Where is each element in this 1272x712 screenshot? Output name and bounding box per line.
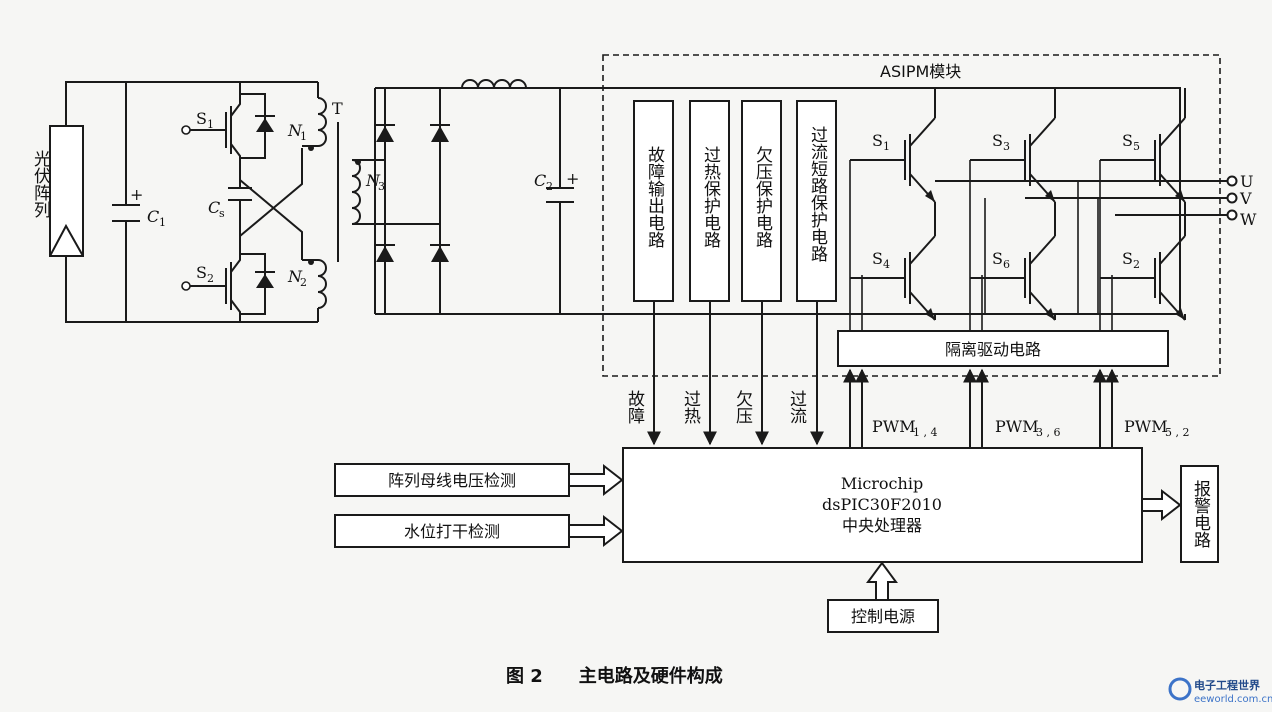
terminal-u: U [1240, 172, 1253, 191]
figure-caption: 图 2 主电路及硬件构成 [506, 665, 723, 687]
transformer-secondary: N 3 [351, 159, 440, 225]
igbt-ms6 [970, 235, 1056, 321]
svg-text:S: S [196, 263, 207, 282]
bus-voltage-detect-box [334, 463, 570, 497]
signal-over-heat: 过热 [680, 390, 701, 424]
watermark-title: 电子工程世界 [1194, 678, 1260, 692]
svg-text:5 , 2: 5 , 2 [1165, 426, 1190, 439]
switch-s2: S 2 [181, 236, 275, 322]
pwm36-label: PWM [995, 417, 1039, 436]
pv-array: 光伏阵列 [30, 81, 318, 323]
igbt-ms2 [1100, 235, 1186, 321]
igbt-label-ms1: S [872, 131, 883, 150]
protection-signals: 故障 过热 欠压 过流 [624, 301, 824, 446]
capacitor-c2: C 2 + [534, 87, 1181, 314]
transformer-primary: N 1 N 2 T [287, 82, 343, 322]
over-heat-label: 过热保护电路 [700, 146, 721, 248]
svg-text:5: 5 [1133, 140, 1140, 153]
svg-text:1: 1 [159, 216, 166, 229]
signal-fault: 故障 [624, 390, 645, 424]
watermark-logo: 电子工程世界 eeworld.com.cn [1168, 677, 1272, 705]
cpu-line2: dsPIC30F2010 [822, 495, 942, 514]
terminal-w: W [1240, 210, 1257, 229]
c1-label: C [147, 207, 159, 226]
water-detect-arrow [568, 514, 624, 548]
under-voltage-label: 欠压保护电路 [752, 146, 773, 248]
fault-output-label: 故障输出电路 [644, 146, 665, 248]
pv-panel [49, 125, 84, 257]
watermark-url: eeworld.com.cn [1194, 694, 1272, 705]
cpu-line1: Microchip [841, 474, 923, 493]
svg-text:3 , 6: 3 , 6 [1036, 426, 1061, 439]
svg-text:2: 2 [546, 180, 553, 193]
capacitor-c1: + C 1 [112, 82, 166, 322]
igbt-label-ms6: S [992, 249, 1003, 268]
cpu-line3: 中央处理器 [842, 516, 922, 535]
pwm14-label: PWM [872, 417, 916, 436]
pv-array-label: 光伏阵列 [30, 150, 51, 219]
transformer-label: T [332, 99, 343, 118]
pwm52-label: PWM [1124, 417, 1168, 436]
svg-text:+: + [130, 185, 143, 204]
alarm-arrow [1141, 488, 1182, 522]
over-current-label: 过流短路保护电路 [807, 126, 828, 262]
c2-label: C [534, 171, 546, 190]
svg-text:2: 2 [300, 276, 307, 289]
igbt-label-ms5: S [1122, 131, 1133, 150]
svg-text:6: 6 [1003, 258, 1010, 271]
n1-label: N [287, 121, 303, 140]
igbt-label-ms2: S [1122, 249, 1133, 268]
n2-label: N [287, 267, 303, 286]
signal-under-voltage: 欠压 [732, 390, 753, 424]
svg-text:S: S [196, 109, 207, 128]
bus-voltage-detect-label: 阵列母线电压检测 [388, 471, 516, 490]
svg-text:1: 1 [207, 118, 214, 131]
signal-over-current: 过流 [786, 390, 807, 424]
igbt-ms3 [970, 117, 1056, 203]
svg-text:4: 4 [883, 258, 890, 271]
svg-text:C: C [208, 198, 220, 217]
svg-text:2: 2 [207, 272, 214, 285]
pv-diode-symbol [49, 223, 84, 257]
terminal-v: V [1239, 189, 1252, 208]
svg-text:2: 2 [1133, 258, 1140, 271]
water-level-detect-label: 水位打干检测 [404, 522, 500, 541]
asipm-module-label: ASIPM模块 [880, 62, 961, 81]
svg-text:3: 3 [378, 180, 385, 193]
alarm-label: 报警电路 [1190, 480, 1211, 548]
inductor [461, 79, 527, 89]
capacitor-cs: C s [208, 148, 303, 260]
igbt-label-ms3: S [992, 131, 1003, 150]
svg-text:s: s [219, 207, 225, 220]
igbt-ms1 [850, 117, 936, 203]
svg-text:1: 1 [300, 130, 307, 143]
svg-text:3: 3 [1003, 140, 1010, 153]
bus-detect-arrow [568, 463, 624, 497]
output-terminals: U V W [935, 172, 1257, 314]
fault-output-box [633, 100, 674, 302]
igbt-ms5 [1100, 117, 1186, 203]
isolation-drive-label: 隔离驱动电路 [945, 340, 1041, 359]
igbt-label-ms4: S [872, 249, 883, 268]
alarm-box [1180, 465, 1219, 563]
n3-label: N [365, 171, 381, 190]
cpu-box [622, 447, 1143, 563]
svg-text:1: 1 [883, 140, 890, 153]
svg-text:+: + [566, 169, 579, 188]
under-voltage-box [741, 100, 782, 302]
svg-text:1 , 4: 1 , 4 [913, 426, 938, 439]
control-power-box [827, 599, 939, 633]
switch-s1: S 1 [181, 82, 275, 180]
isolation-drive-box [837, 330, 1169, 367]
power-arrow [866, 561, 898, 601]
igbt-ms4 [850, 235, 936, 321]
water-level-detect-box [334, 514, 570, 548]
asipm-module-frame [602, 54, 1221, 377]
pwm-signals: PWM 1 , 4 PWM 3 , 6 PWM 5 , 2 [843, 368, 1190, 448]
protection-circuits: 故障输出电路 过热保护电路 欠压保护电路 过流短路保护电路 [633, 100, 837, 302]
control-power-label: 控制电源 [851, 607, 915, 626]
